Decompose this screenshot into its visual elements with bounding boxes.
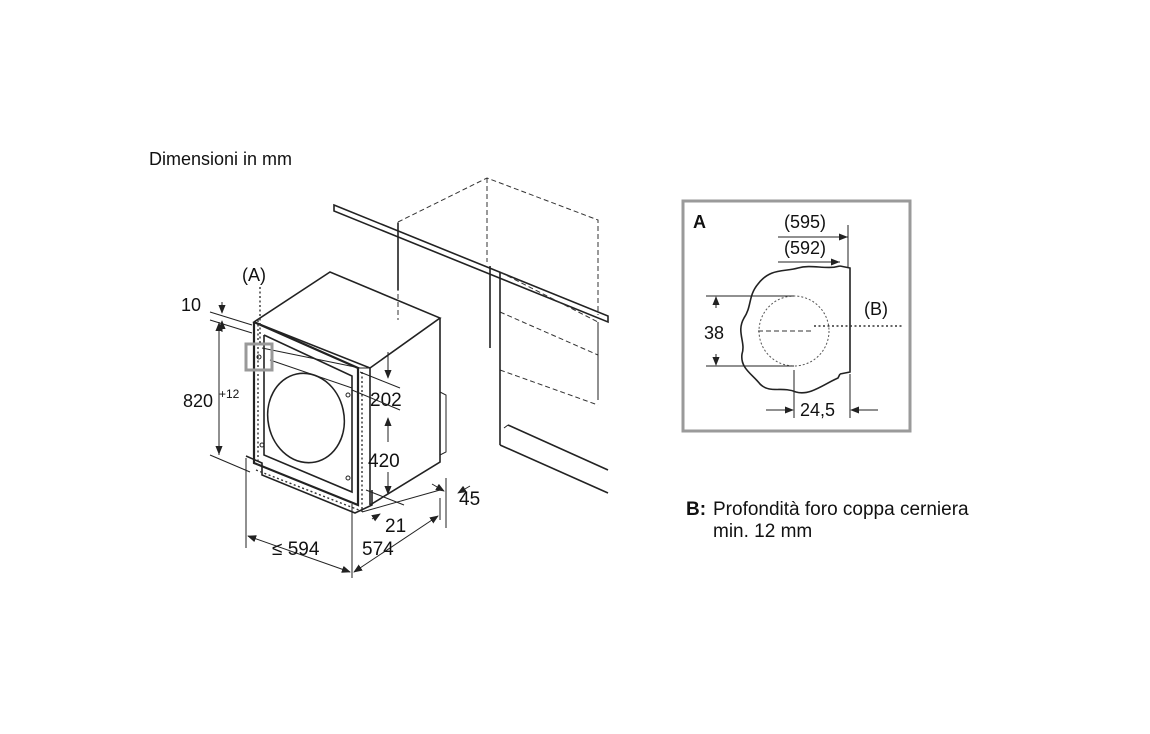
detail-label: A [693,212,706,232]
diagram-title: Dimensioni in mm [149,149,292,169]
dim-plinth-depth: 45 [431,478,480,528]
dim-height-label: 820 [183,391,213,411]
dim-hinge-spacing-label: 420 [368,451,400,472]
callout-a-label: (A) [242,265,266,285]
dim-height-tolerance: +12 [219,387,240,401]
dim-upper-hinge-label: 202 [370,390,402,411]
note-line-2: min. 12 mm [713,521,812,542]
dim-upper-hinge: 202 [351,352,402,411]
dim-depth: 574 [353,498,441,573]
note-key: B: [686,499,706,520]
note-b: B: Profondità foro coppa cerniera min. 1… [686,499,969,542]
detail-dim-cup-offset: 24,5 [800,400,835,420]
detail-dim-inner: (592) [784,238,826,258]
dim-top-offset: 10 [181,295,253,334]
dim-plinth-depth-label: 45 [459,489,480,510]
dim-plinth-height-label: 21 [385,516,406,537]
detail-a-marker [244,342,274,372]
detail-dim-outer: (595) [784,212,826,232]
dim-plinth-height: 21 [361,489,441,537]
note-line-1: Profondità foro coppa cerniera [713,499,969,520]
dim-width: ≤ 594 [245,458,353,578]
dim-top-offset-label: 10 [181,295,201,315]
dim-width-label: ≤ 594 [272,539,320,560]
dim-height: 820 +12 [183,322,251,473]
detail-callout-b: (B) [864,299,888,319]
detail-dim-cup-diameter: 38 [704,323,724,343]
cabinet-outline [333,177,609,494]
dim-hinge-spacing: 420 [365,417,405,506]
washing-machine [245,271,447,514]
dim-depth-label: 574 [362,539,394,560]
detail-view-a: A (595) (592) 38 (B) 24,5 [681,199,912,433]
